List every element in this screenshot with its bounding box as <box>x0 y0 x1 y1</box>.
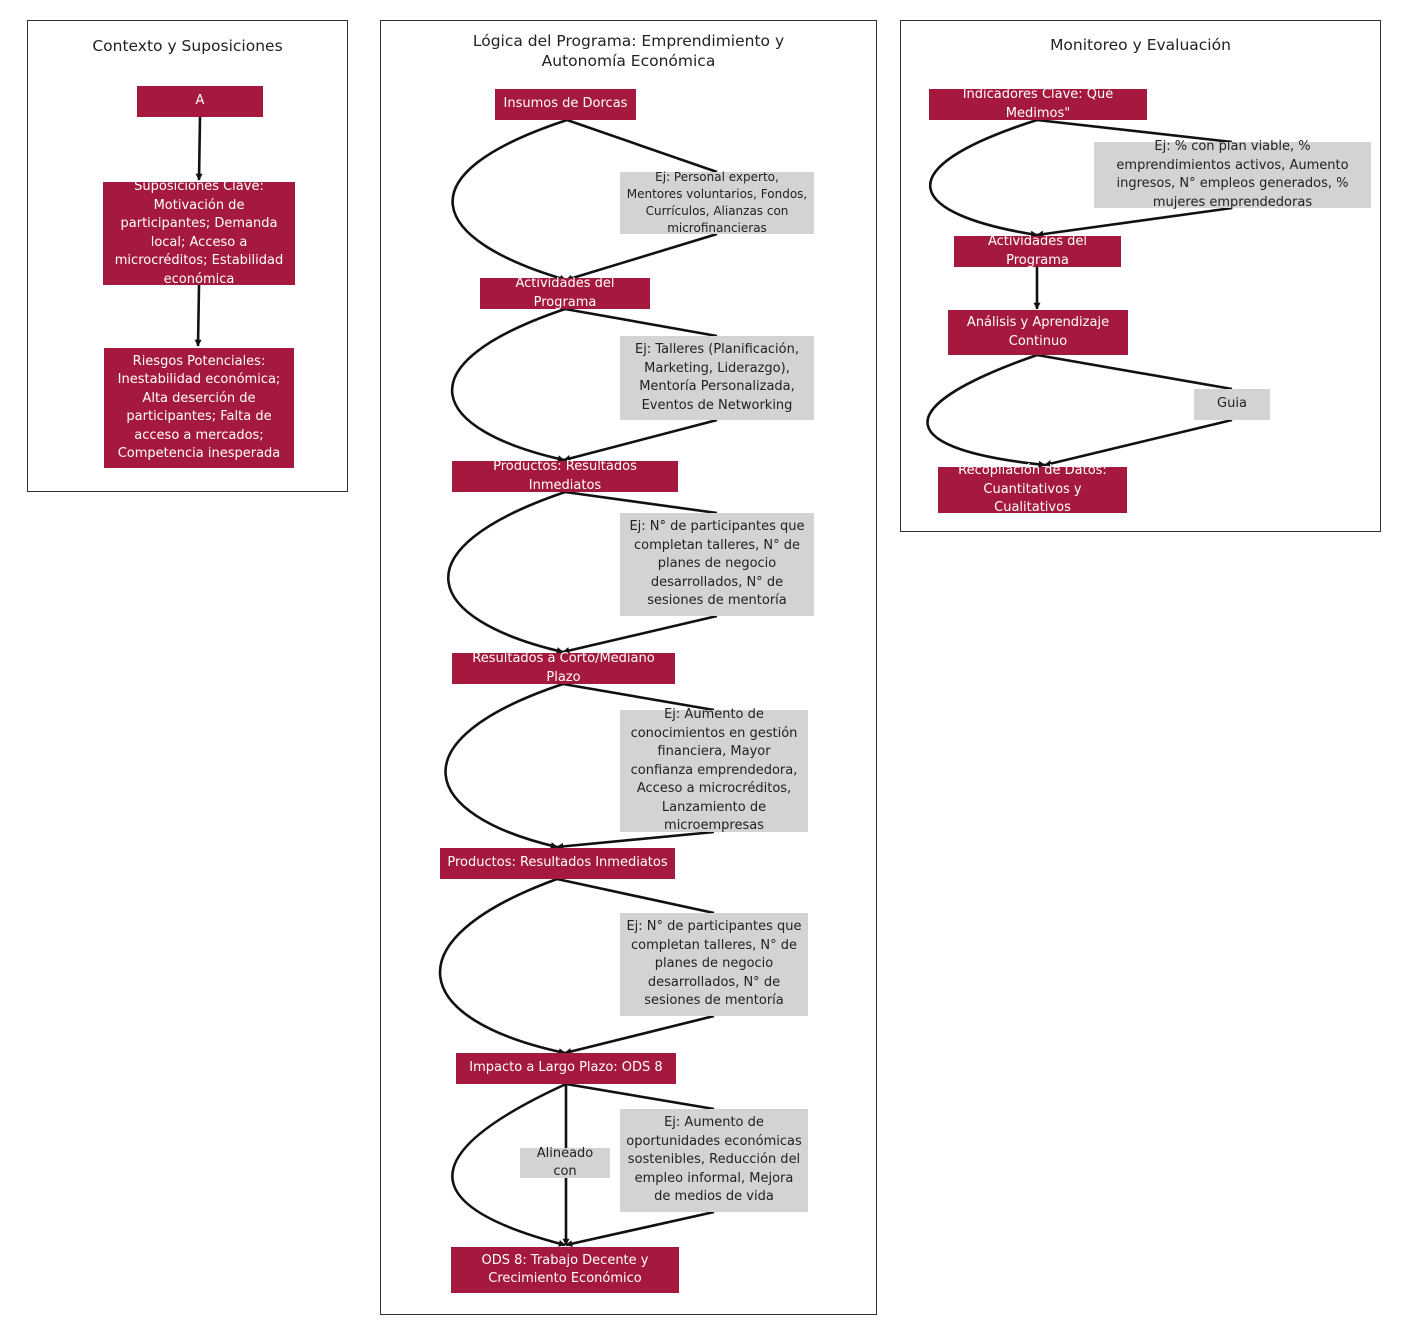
program-logic-panel-title: Lógica del Programa: Emprendimiento y Au… <box>472 32 785 70</box>
node-guia[interactable]: Guia <box>1194 389 1270 420</box>
node-impacto-example[interactable]: Ej: Aumento de oportunidades económicas … <box>620 1109 808 1212</box>
node-actividades-example[interactable]: Ej: Talleres (Planificación, Marketing, … <box>620 336 814 420</box>
node-resultados[interactable]: Resultados a Corto/Mediano Plazo <box>452 651 675 685</box>
node-a[interactable]: A <box>137 86 263 117</box>
node-productos-2-example[interactable]: Ej: N° de participantes que completan ta… <box>620 913 808 1016</box>
monitoring-panel-title: Monitoreo y Evaluación <box>1050 36 1231 54</box>
node-monitoring-actividades[interactable]: Actividades del Programa <box>954 234 1121 268</box>
node-recopilacion[interactable]: Recopilación de Datos: Cuantitativos y C… <box>938 463 1127 515</box>
node-insumos[interactable]: Insumos de Dorcas <box>495 89 636 120</box>
node-productos-2[interactable]: Productos: Resultados Inmediatos <box>440 848 675 879</box>
node-actividades[interactable]: Actividades del Programa <box>480 276 650 310</box>
node-analisis[interactable]: Análisis y Aprendizaje Continuo <box>948 310 1128 355</box>
node-resultados-example[interactable]: Ej: Aumento de conocimientos en gestión … <box>620 707 808 833</box>
node-ods8[interactable]: ODS 8: Trabajo Decente y Crecimiento Eco… <box>451 1247 679 1293</box>
node-impacto[interactable]: Impacto a Largo Plazo: ODS 8 <box>456 1053 676 1084</box>
node-alineado-con[interactable]: Alineado con <box>520 1146 610 1179</box>
context-panel-title: Contexto y Suposiciones <box>92 37 283 55</box>
node-productos[interactable]: Productos: Resultados Inmediatos <box>452 459 678 493</box>
node-insumos-example[interactable]: Ej: Personal experto, Mentores voluntari… <box>620 170 814 235</box>
node-potential-risks[interactable]: Riesgos Potenciales: Inestabilidad econó… <box>104 348 294 468</box>
node-productos-example[interactable]: Ej: N° de participantes que completan ta… <box>620 513 814 616</box>
node-key-assumptions[interactable]: Suposiciones Clave: Motivación de partic… <box>103 179 295 287</box>
node-indicadores[interactable]: Indicadores Clave: Qué Medimos" <box>929 87 1147 121</box>
node-indicadores-example[interactable]: Ej: % con plan viable, % emprendimientos… <box>1094 139 1371 210</box>
